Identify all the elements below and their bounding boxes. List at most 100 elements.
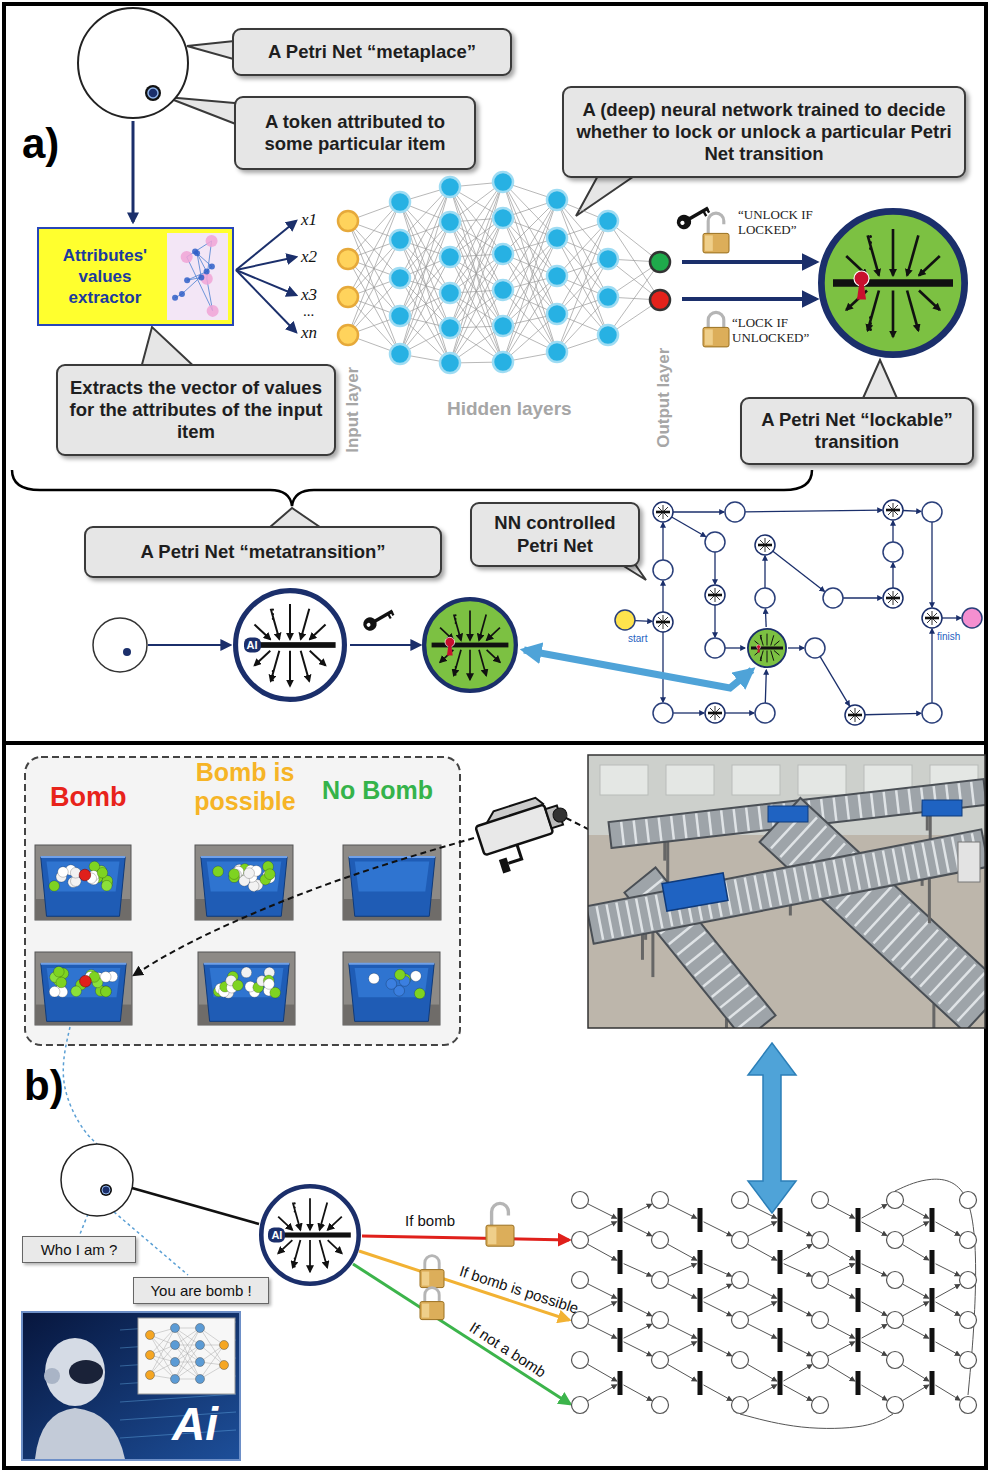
conveyor-photo xyxy=(606,904,613,938)
attribute-arrow xyxy=(236,257,296,270)
extractor-picture xyxy=(182,267,212,294)
mini-petri-net xyxy=(922,502,942,522)
mini-petri-net xyxy=(922,608,942,628)
ai-illustration xyxy=(146,1351,155,1360)
petri-net xyxy=(828,1342,855,1356)
petri-net xyxy=(862,1205,887,1219)
lock-key-icon xyxy=(703,327,729,347)
petri-net xyxy=(862,1264,887,1276)
mini-petri-net xyxy=(767,634,768,646)
petri-net xyxy=(960,1352,977,1369)
mini-petri-net xyxy=(774,641,780,646)
extractor-picture xyxy=(179,291,185,297)
conveyor-photo xyxy=(893,849,900,883)
petri-net xyxy=(652,1192,669,1209)
bin-photo xyxy=(210,968,284,997)
bin-photo xyxy=(41,964,126,1022)
petri-net xyxy=(935,1222,959,1235)
extractor-picture xyxy=(209,264,215,270)
extractor-picture xyxy=(198,275,204,281)
petri-net xyxy=(618,1250,623,1274)
conveyor-photo xyxy=(735,879,742,913)
petri-net xyxy=(572,1272,589,1289)
control-arrow xyxy=(682,260,816,264)
petri-net xyxy=(902,1385,928,1401)
metatransition-symbol xyxy=(310,624,326,639)
petri-net xyxy=(624,1264,652,1276)
conveyor-photo xyxy=(911,938,948,978)
mini-petri-net xyxy=(755,703,775,723)
mini-petri-net xyxy=(662,632,663,702)
neural-network xyxy=(547,228,567,248)
metatransition-symbol xyxy=(294,1266,296,1268)
mini-petri-net xyxy=(883,542,903,562)
ai-illustration xyxy=(171,1324,180,1333)
petri-net xyxy=(895,1179,976,1395)
conveyor-photo xyxy=(922,843,929,877)
lockable-transition xyxy=(455,674,457,676)
speech-box: You are bomb ! xyxy=(133,1277,269,1304)
layer-name: Hidden layers xyxy=(447,398,572,420)
conveyor-photo xyxy=(588,829,985,943)
panel-frame xyxy=(4,4,986,1468)
petri-net xyxy=(827,1244,854,1260)
ai-illustration xyxy=(35,1408,125,1459)
conveyor-photo xyxy=(734,809,737,832)
metatransition-symbol xyxy=(271,651,280,682)
mini-petri-net xyxy=(656,622,670,623)
petri-net xyxy=(812,1397,829,1414)
petri-net xyxy=(935,1285,959,1298)
conveyor-photo xyxy=(903,847,910,881)
lock-key-icon xyxy=(680,220,686,226)
bin-photo xyxy=(35,845,131,920)
speech-box: Who I am ? xyxy=(22,1236,136,1263)
conveyor-photo xyxy=(721,810,724,833)
petri-net xyxy=(828,1324,855,1338)
petri-chain xyxy=(148,644,230,646)
neural-network xyxy=(390,306,410,326)
conveyor-photo xyxy=(804,866,811,900)
conveyor-photo xyxy=(834,798,837,821)
metatransition-symbol: AI xyxy=(258,1183,362,1287)
bin-photo xyxy=(41,856,125,858)
mini-petri-net xyxy=(653,612,673,632)
panel-letter: a) xyxy=(22,120,59,168)
bin-photo xyxy=(207,862,281,892)
extractor-picture xyxy=(197,253,207,271)
conveyor-photo xyxy=(626,901,633,935)
neural-network xyxy=(440,318,460,338)
extractor-picture xyxy=(39,229,232,324)
conveyor-photo xyxy=(834,860,841,894)
class-heading: Bomb xyxy=(50,782,127,813)
metatransition-symbol xyxy=(293,1203,301,1230)
callout-text: A token attributed to some particular it… xyxy=(245,111,465,155)
conveyor-photo xyxy=(920,947,957,987)
mini-petri-net xyxy=(705,585,725,605)
petri-net xyxy=(902,1244,928,1260)
petri-net xyxy=(935,1302,959,1315)
bin-photo xyxy=(264,979,275,990)
mini-petri-net xyxy=(848,714,862,717)
extractor-text: Attributes' values extractor xyxy=(45,245,165,309)
metatransition-symbol xyxy=(293,1240,301,1267)
conveyor-photo xyxy=(824,862,831,896)
extractor-picture xyxy=(167,233,228,320)
metatransition-symbol xyxy=(294,1202,296,1204)
lockable-transition xyxy=(469,650,471,680)
lockable-transition xyxy=(487,628,500,640)
mini-petri-net xyxy=(886,598,900,599)
mini-petri-net xyxy=(656,511,670,514)
petri-net xyxy=(587,1385,616,1401)
petri-net xyxy=(618,1328,623,1352)
metatransition-symbol xyxy=(271,609,280,640)
mini-petri-net xyxy=(788,647,804,648)
petri-net xyxy=(624,1204,652,1218)
decision-line xyxy=(359,1251,569,1320)
mini-petri-net xyxy=(635,620,652,622)
petri-net xyxy=(812,1312,829,1329)
layer-name: Input layer xyxy=(343,367,363,453)
petri-net xyxy=(784,1302,812,1316)
mini-petri-net xyxy=(662,523,663,560)
conveyor-photo xyxy=(755,875,762,909)
conveyor-photo xyxy=(636,899,643,933)
